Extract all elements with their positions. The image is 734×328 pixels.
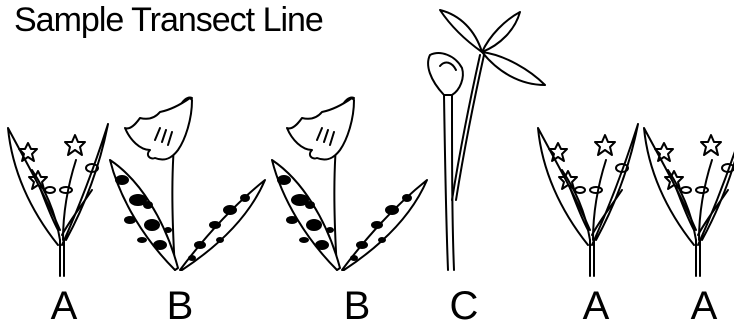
plant-a-icon-3 — [644, 124, 734, 276]
plant-label-2: B — [160, 284, 200, 328]
plant-b-icon-1 — [110, 98, 265, 271]
plant-a-icon-1 — [8, 124, 108, 276]
plant-label-4: C — [444, 284, 484, 328]
plant-label-5: A — [576, 284, 616, 328]
plant-c-icon — [428, 10, 545, 270]
plant-label-3: B — [337, 284, 377, 328]
plant-label-1: A — [44, 284, 84, 328]
plant-a-icon-2 — [538, 124, 638, 276]
plant-label-6: A — [684, 284, 724, 328]
plant-b-icon-2 — [272, 98, 427, 271]
